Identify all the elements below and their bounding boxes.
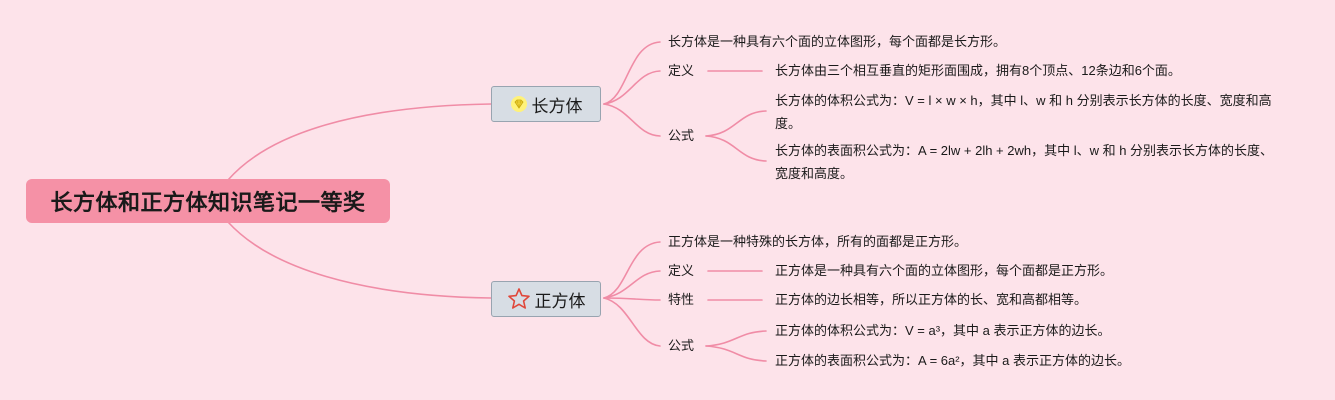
cuboid-definition-text: 长方体由三个相互垂直的矩形面围成，拥有8个顶点、12条边和6个面。 [775,63,1181,78]
cube-property-text: 正方体的边长相等，所以正方体的长、宽和高都相等。 [775,292,1088,307]
cube-definition-text: 正方体是一种具有六个面的立体图形，每个面都是正方形。 [775,263,1114,278]
cuboid-label: 长方体 [531,96,583,116]
cuboid-definition-label: 定义 [668,63,695,78]
cube-node[interactable]: 正方体 [491,281,601,317]
cuboid-node[interactable]: 长方体 [491,86,601,122]
cuboid-description: 长方体是一种具有六个面的立体图形，每个面都是长方形。 [668,34,1007,49]
cuboid-volume-formula: 长方体的体积公式为：V = l × w × h，其中 l、w 和 h 分别表示长… [775,93,1272,131]
cuboid-formula-label: 公式 [668,128,695,143]
cube-definition-label: 定义 [668,263,695,278]
cuboid-surface-formula: 长方体的表面积公式为：A = 2lw + 2lh + 2wh，其中 l、w 和 … [775,143,1274,181]
star-icon [507,287,531,311]
cube-description: 正方体是一种特殊的长方体，所有的面都是正方形。 [668,234,968,249]
cube-label: 正方体 [534,291,586,311]
root-label: 长方体和正方体知识笔记一等奖 [50,190,366,215]
diamond-icon [510,95,528,113]
cube-formula-label: 公式 [668,338,695,353]
cube-surface-formula: 正方体的表面积公式为：A = 6a²，其中 a 表示正方体的边长。 [775,353,1131,368]
cube-property-label: 特性 [668,292,695,307]
root-node[interactable]: 长方体和正方体知识笔记一等奖 [26,179,390,223]
cube-volume-formula: 正方体的体积公式为：V = a³，其中 a 表示正方体的边长。 [775,323,1111,338]
